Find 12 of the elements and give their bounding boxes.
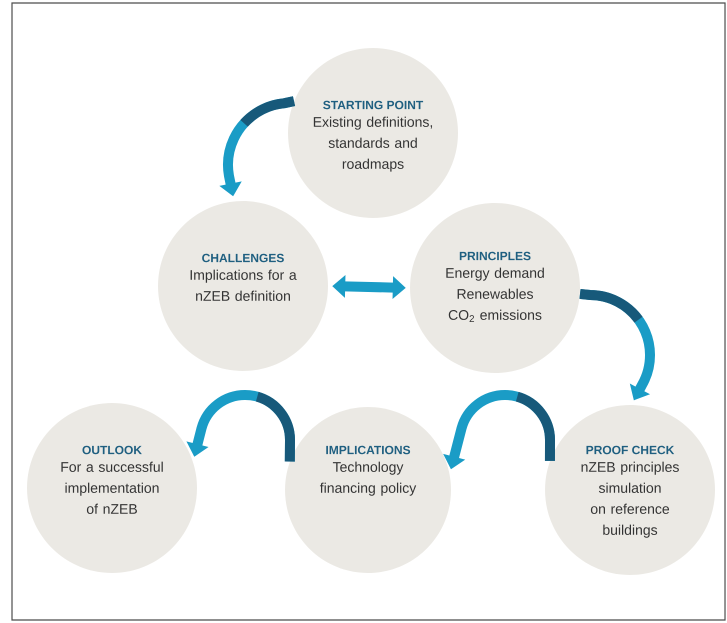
node-title: STARTING POINT: [323, 100, 424, 110]
node-title: CHALLENGES: [202, 254, 284, 262]
node-text: Energy demand Renewables CO$_{2}$ emissions: [446, 268, 544, 322]
node-text: Technology financing policy: [320, 462, 416, 496]
node-title: IMPLICATIONS: [326, 446, 410, 454]
node-text: nZEB principles simulation on reference buildings: [582, 462, 679, 538]
node-title: OUTLOOK: [82, 446, 142, 454]
node-text: Implications for a nZEB definition: [190, 270, 297, 301]
node-text: For a successful implementation of nZEB: [61, 462, 163, 514]
node-text: Existing definitions, standards and roadmaps: [314, 116, 432, 172]
node-title: PROOF CHECK: [586, 446, 674, 454]
node-title: PRINCIPLES: [460, 252, 531, 260]
